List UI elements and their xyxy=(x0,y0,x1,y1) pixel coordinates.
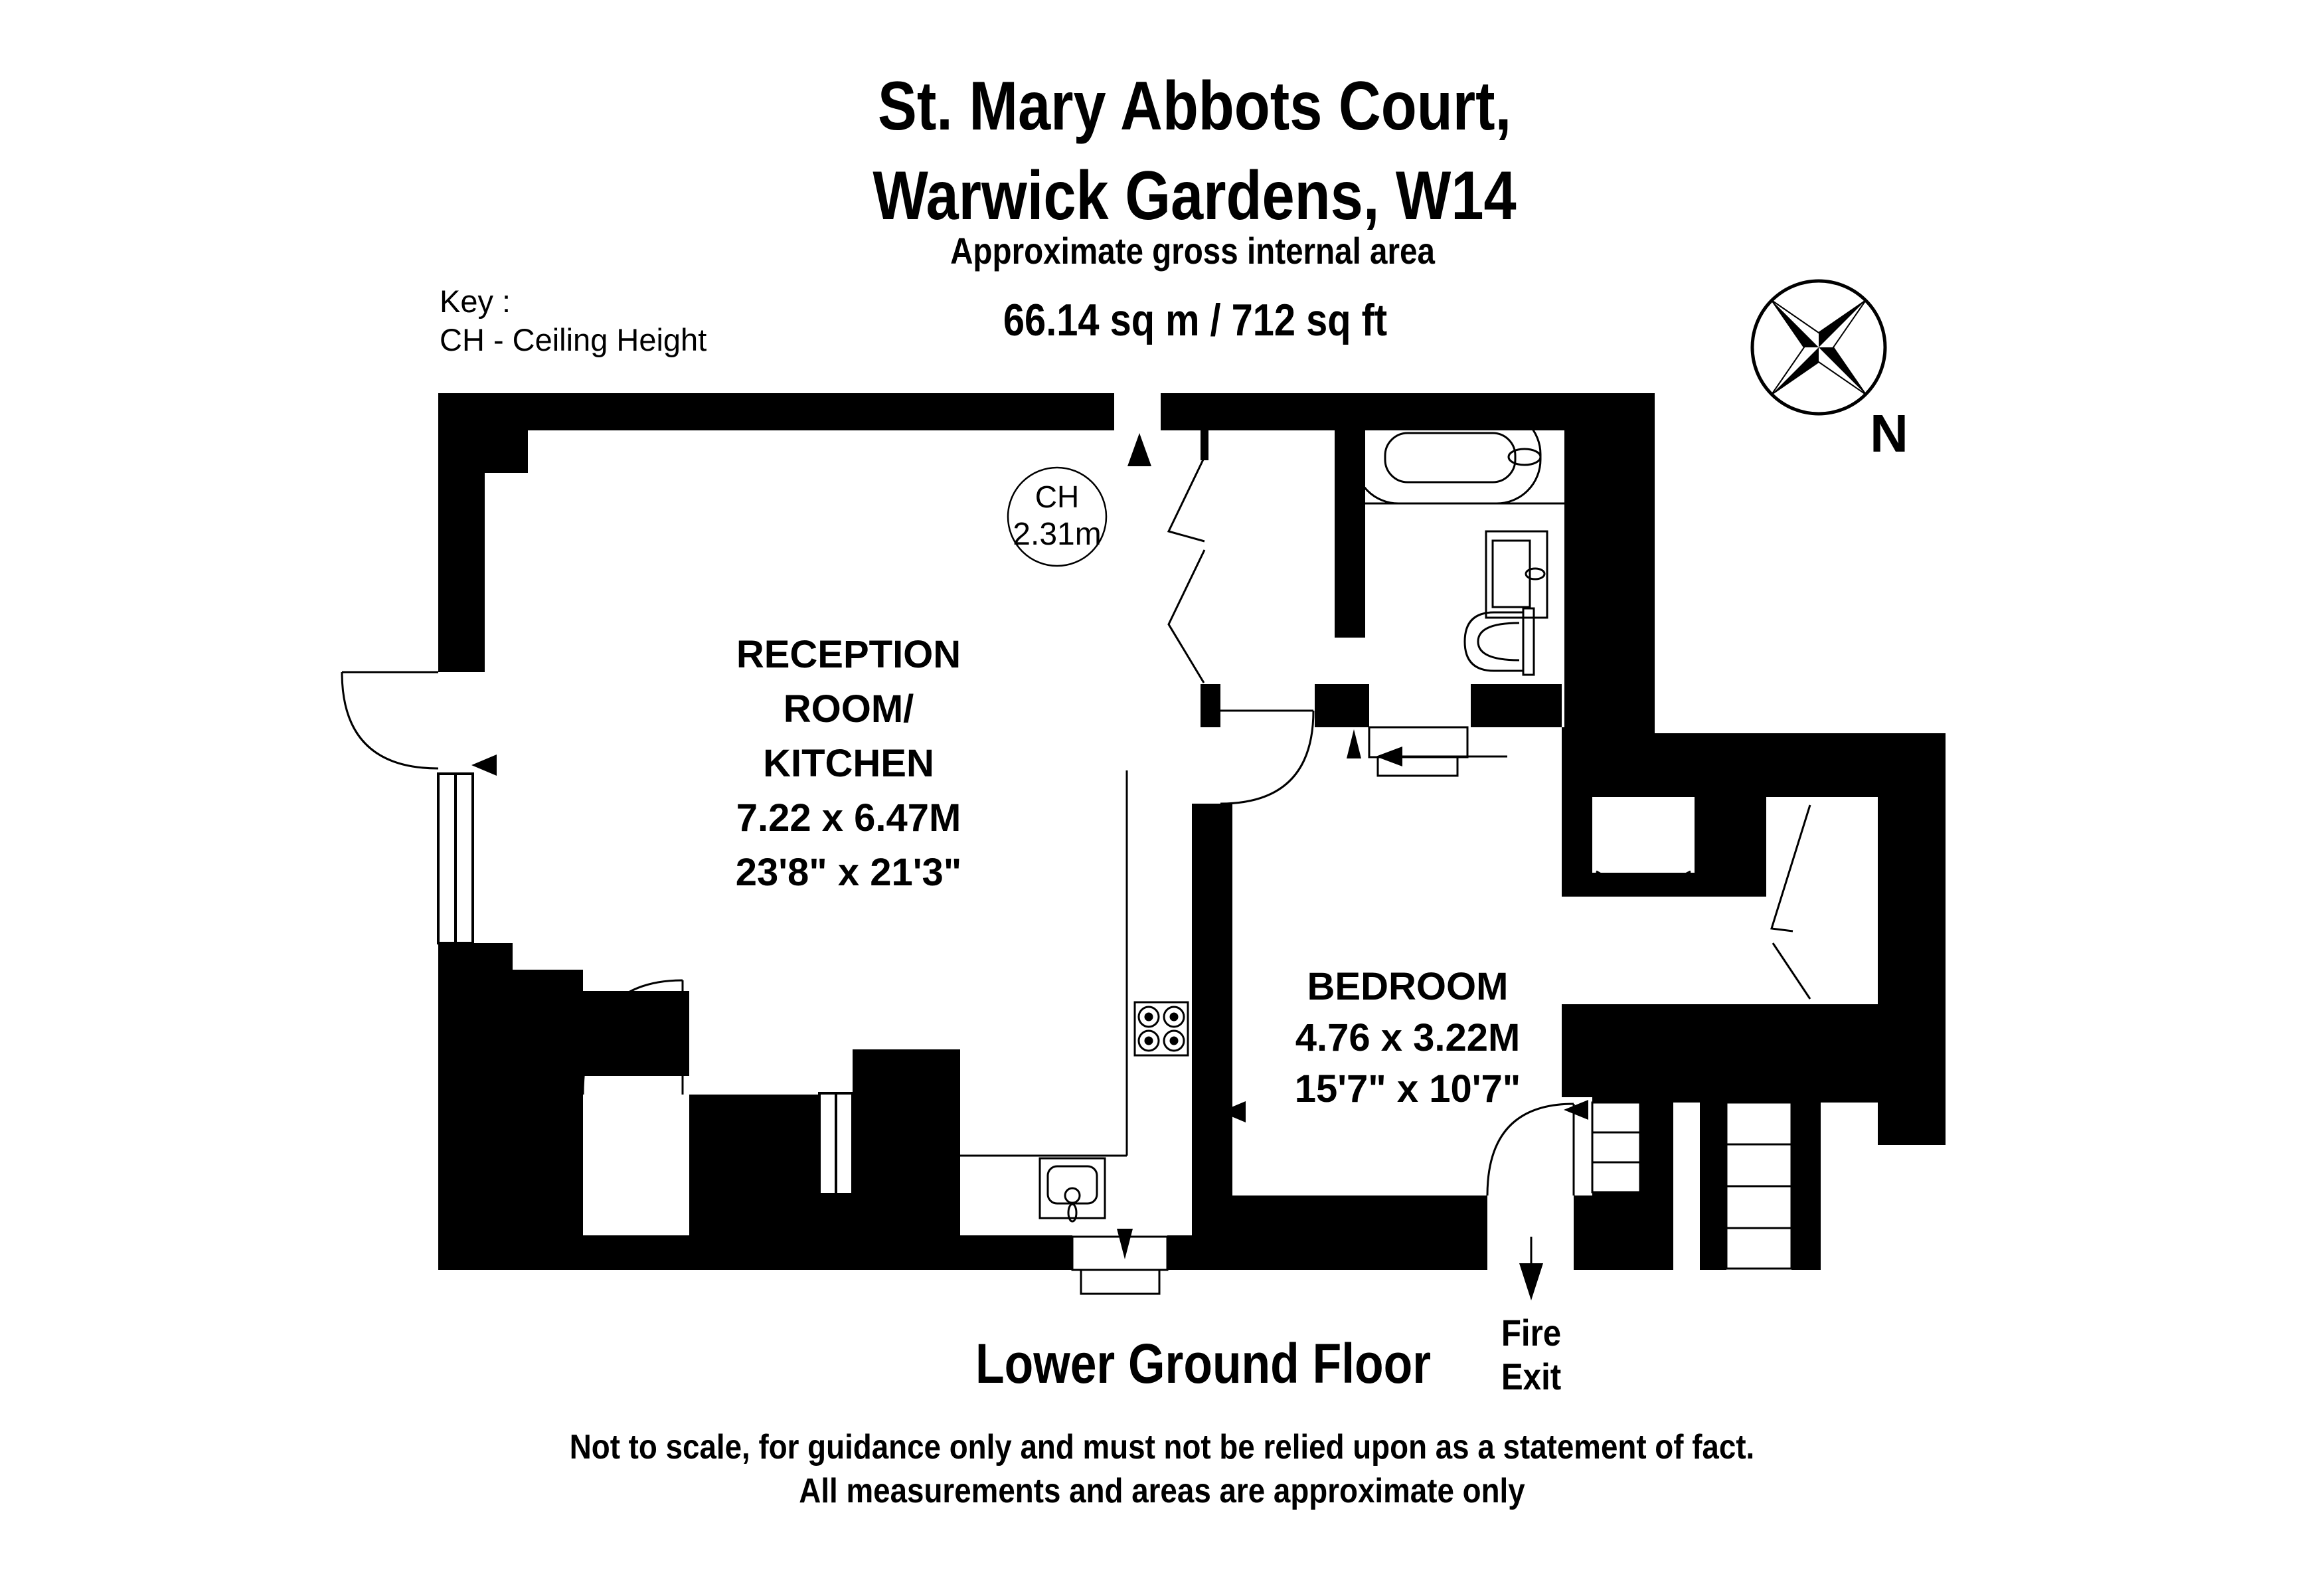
reception-name-line3: KITCHEN xyxy=(763,742,934,785)
page-title-line2: Warwick Gardens, W14 xyxy=(872,157,1517,234)
fire-exit-line2: Exit xyxy=(1501,1356,1561,1398)
header-subtitle: Approximate gross internal area xyxy=(950,230,1436,272)
doors xyxy=(341,458,1811,1196)
steps-and-stairs xyxy=(1071,726,1793,1295)
bedroom-dims-metric: 4.76 x 3.22M xyxy=(1295,1016,1521,1059)
arrow-up-main-entrance-icon xyxy=(1127,433,1151,466)
reception-name-line2: ROOM/ xyxy=(784,687,914,731)
reception-dims-imperial: 23'8" x 21'3" xyxy=(736,851,962,894)
ceiling-height-label: CH xyxy=(1035,480,1079,514)
bathroom-fixtures xyxy=(1353,409,1548,676)
arrow-down-fire-exit-icon xyxy=(1519,1263,1543,1300)
arrow-left-kitchen-icon xyxy=(1220,1101,1246,1122)
bedroom-name: BEDROOM xyxy=(1307,965,1509,1008)
reception-dims-metric: 7.22 x 6.47M xyxy=(736,796,961,840)
kitchen-counter xyxy=(955,770,1128,1235)
floor-label: Lower Ground Floor xyxy=(975,1332,1431,1395)
arrow-left-stairs-icon xyxy=(1564,1100,1588,1120)
fire-exit-label: Fire Exit xyxy=(1501,1312,1561,1398)
page-title-line1: St. Mary Abbots Court, xyxy=(878,68,1511,144)
windows xyxy=(437,772,854,1196)
ceiling-height-badge: CH 2.31m xyxy=(1007,466,1108,567)
arrow-down-bedroom-icon xyxy=(1401,1222,1425,1259)
header: St. Mary Abbots Court, Warwick Gardens, … xyxy=(872,68,1517,345)
key-label: Key : xyxy=(440,284,511,319)
key-item: CH - Ceiling Height xyxy=(440,322,706,357)
direction-arrows xyxy=(471,433,1588,1300)
arrow-left-window-icon xyxy=(471,754,497,776)
bedroom-label: BEDROOM 4.76 x 3.22M 15'7" x 10'7" xyxy=(1295,965,1521,1110)
disclaimer-line1: Not to scale, for guidance only and must… xyxy=(570,1428,1755,1466)
steps-kitchen-exit xyxy=(1071,1235,1169,1295)
door-left-entrance xyxy=(341,671,439,770)
reception-name-line1: RECEPTION xyxy=(736,633,961,676)
kitchen-fixtures xyxy=(1038,1001,1189,1223)
wing-window-icon-right xyxy=(1770,804,1811,1000)
bathtub-icon xyxy=(1353,409,1542,505)
stairs-fire-escape xyxy=(1725,1101,1793,1270)
partition-lines xyxy=(955,502,1564,1235)
compass-north-label: N xyxy=(1870,404,1908,463)
door-fire-exit xyxy=(1486,1103,1575,1196)
arrow-left-threshold-icon xyxy=(1376,747,1402,766)
kitchen-sink-icon xyxy=(1038,1157,1106,1223)
footer: Lower Ground Floor Not to scale, for gui… xyxy=(570,1332,1755,1510)
room-labels: RECEPTION ROOM/ KITCHEN 7.22 x 6.47M 23'… xyxy=(736,633,1521,1110)
walls xyxy=(438,393,1946,1270)
bedroom-dims-imperial: 15'7" x 10'7" xyxy=(1295,1067,1521,1110)
steps-bathroom-threshold xyxy=(1368,726,1469,777)
window-left-wall xyxy=(437,772,474,944)
basin-icon xyxy=(1485,530,1548,619)
disclaimer-line2: All measurements and areas are approxima… xyxy=(799,1472,1525,1510)
key-block: Key : CH - Ceiling Height xyxy=(440,284,706,357)
ceiling-height-value: 2.31m xyxy=(1013,517,1101,552)
door-hall-to-bedroom xyxy=(1220,709,1315,805)
header-area: 66.14 sq m / 712 sq ft xyxy=(1003,296,1387,345)
window-bottom-left xyxy=(818,1092,854,1196)
door-bottom-left xyxy=(582,979,684,1095)
reception-room-label: RECEPTION ROOM/ KITCHEN 7.22 x 6.47M 23'… xyxy=(736,633,962,894)
hob-icon xyxy=(1133,1001,1189,1057)
french-doors-icon xyxy=(1167,458,1206,683)
compass-rose-icon xyxy=(1750,279,1887,416)
arrow-down-kitchen-steps-icon xyxy=(1117,1229,1133,1259)
arrow-up-threshold-icon xyxy=(1347,729,1361,758)
stairs-wing xyxy=(1591,1101,1641,1194)
fire-exit-line1: Fire xyxy=(1501,1312,1561,1354)
toilet-icon xyxy=(1463,607,1535,676)
wing-window-icon-left xyxy=(1596,870,1691,895)
